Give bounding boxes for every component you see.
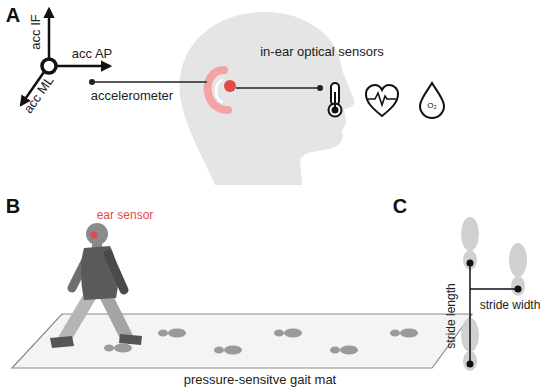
leader-line [236, 87, 320, 89]
forefoot [340, 346, 358, 355]
leader-line [92, 81, 207, 83]
heel [104, 344, 114, 351]
icon-text: O₂ [427, 102, 436, 111]
forefoot [400, 329, 418, 338]
axis-arrow [48, 9, 51, 58]
footprint [390, 329, 418, 338]
drop-outline [420, 83, 444, 118]
front-arm [108, 254, 124, 290]
part-label: in-ear optical sensors [260, 45, 384, 59]
ear-sensor [208, 70, 236, 110]
walking-person [50, 223, 142, 348]
panel-letter: B [6, 195, 20, 217]
footprint [274, 329, 302, 338]
thermometer-icon [329, 83, 342, 117]
stride-footprints [461, 217, 527, 371]
oxygen-drop-icon [420, 83, 444, 118]
forefoot [284, 329, 302, 338]
dimension-label: stride width [480, 299, 541, 312]
person-ear-sensor [91, 232, 98, 239]
part-label: accelerometer [91, 89, 173, 103]
heel [511, 276, 525, 296]
footprint [158, 329, 186, 338]
stride-length-line [469, 263, 471, 364]
part-label: pressure-sensitve gait mat [184, 373, 336, 387]
front-shoe [119, 334, 142, 345]
footprint [330, 346, 358, 355]
leader-dot [317, 85, 323, 91]
mat-footprints [104, 329, 418, 355]
heel-dot [515, 286, 522, 293]
axis-origin [42, 59, 56, 73]
heel-dot [467, 260, 474, 267]
forefoot [114, 344, 132, 353]
leader-dot [89, 79, 95, 85]
forefoot [168, 329, 186, 338]
thermometer-level [334, 92, 336, 107]
stride-width-line [470, 288, 518, 290]
footprint [214, 346, 242, 355]
person-head [86, 223, 108, 245]
front-leg [106, 296, 126, 336]
back-leg [64, 296, 90, 340]
footprint [461, 217, 479, 270]
heel [158, 329, 168, 336]
heel [330, 346, 340, 353]
forefoot [461, 217, 479, 251]
part-label: ear sensor [97, 209, 154, 222]
footprint [509, 243, 527, 296]
panel-letter: C [393, 195, 407, 217]
forefoot [509, 243, 527, 277]
heel [274, 329, 284, 336]
sensor-hook [216, 80, 222, 102]
ecg-trace [368, 93, 396, 105]
axis-label: acc AP [72, 47, 112, 61]
heel [214, 346, 224, 353]
forefoot [224, 346, 242, 355]
head-silhouette [180, 12, 355, 185]
heart-icon [366, 85, 398, 116]
panel-letter: A [6, 4, 20, 26]
ear-shape [208, 70, 228, 110]
axis-arrow [57, 65, 110, 68]
footprint [104, 344, 132, 353]
axis-label: acc IF [29, 14, 43, 49]
dimension-label: stride length [445, 283, 458, 348]
heart-outline [366, 85, 398, 116]
heel-dots [467, 260, 522, 368]
thermometer-fill [332, 107, 339, 114]
heel [390, 329, 400, 336]
back-shoe [50, 336, 74, 348]
heel-dot [467, 361, 474, 368]
sensor-body [224, 80, 236, 92]
